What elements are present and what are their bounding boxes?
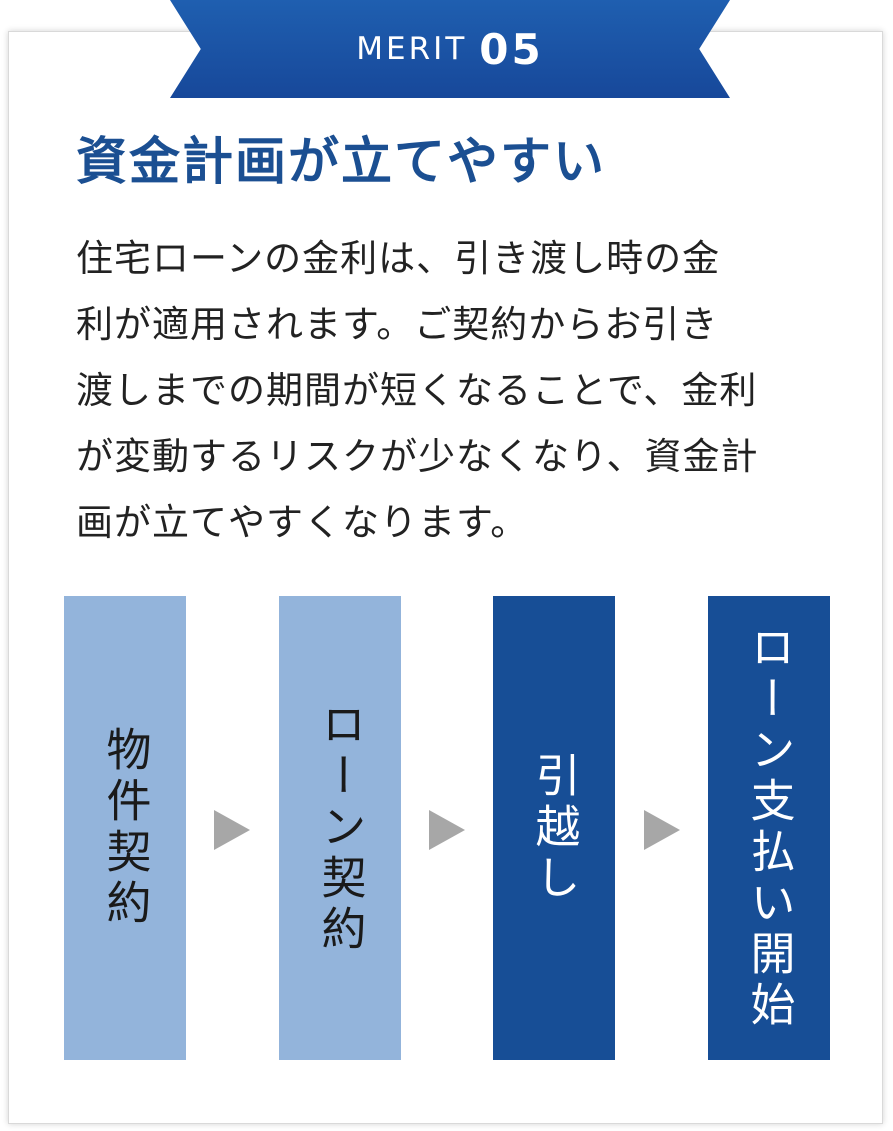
step-label: 引越し bbox=[527, 751, 581, 905]
step-label: 物件契約 bbox=[98, 726, 152, 930]
step-loan-contract: ローン契約 bbox=[279, 596, 401, 1060]
arrow-right-icon bbox=[429, 810, 465, 850]
step-label: ローン契約 bbox=[313, 700, 367, 956]
description-line: が変動するリスクが少なくなり、資金計 bbox=[76, 435, 759, 478]
step-moving: 引越し bbox=[493, 596, 615, 1060]
arrow-right-icon bbox=[644, 810, 680, 850]
description-line: 渡しまでの期間が短くなることで、金利 bbox=[76, 369, 758, 412]
merit-ribbon: MERIT 05 bbox=[170, 0, 730, 98]
description: 住宅ローンの金利は、引き渡し時の金 利が適用されます。ご契約からお引き 渡しまで… bbox=[76, 226, 831, 556]
merit-number: 05 bbox=[479, 24, 544, 74]
description-line: 画が立てやすくなります。 bbox=[76, 501, 529, 544]
description-line: 住宅ローンの金利は、引き渡し時の金 bbox=[76, 237, 721, 280]
step-label: ローン支払い開始 bbox=[742, 624, 796, 1032]
description-line: 利が適用されます。ご契約からお引き bbox=[76, 303, 719, 346]
merit-label: MERIT bbox=[356, 31, 468, 67]
step-loan-payment-start: ローン支払い開始 bbox=[708, 596, 830, 1060]
step-property-contract: 物件契約 bbox=[64, 596, 186, 1060]
section-title: 資金計画が立てやすい bbox=[76, 132, 607, 192]
arrow-right-icon bbox=[214, 810, 250, 850]
